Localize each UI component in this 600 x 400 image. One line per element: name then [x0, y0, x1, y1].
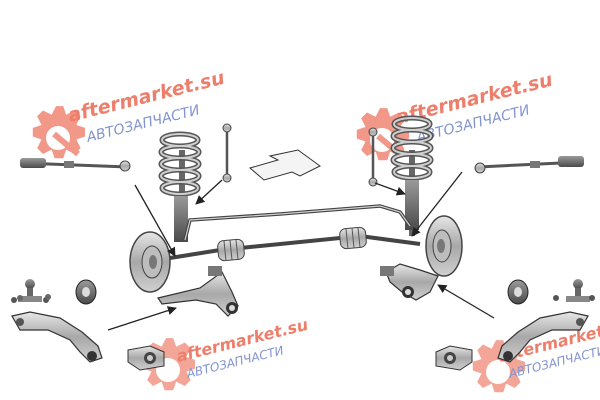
arrow-lower-arm-left	[107, 306, 177, 331]
watermark-right: aftermarket.su АВТОЗАПЧАСТИ	[356, 69, 555, 161]
lower-arm-loose-left	[11, 311, 103, 363]
steering-rack	[169, 226, 421, 262]
bushing-left	[127, 345, 165, 371]
lower-arm-assembled-left	[157, 266, 239, 317]
tie-rod-left	[20, 158, 131, 172]
stabilizer-link-left	[222, 123, 232, 183]
silent-block-left	[75, 279, 97, 305]
tie-rod-right	[474, 156, 584, 174]
gear-logo-icon	[32, 106, 85, 159]
stabilizer-link-right	[368, 127, 378, 187]
arrow-tie-rod-left	[134, 184, 176, 257]
arrow-link-left	[195, 179, 223, 205]
arrow-lower-arm-right	[437, 284, 495, 319]
direction-arrow-icon	[248, 149, 321, 181]
arrow-link-right	[374, 182, 406, 196]
lower-arm-assembled-right	[380, 263, 439, 301]
arrow-tie-rod-right	[411, 171, 463, 237]
stabilizer-bar	[183, 204, 412, 241]
bushing-right	[435, 345, 473, 371]
ball-joint-left	[11, 279, 49, 303]
bolt-nut-left	[17, 294, 51, 301]
coil-spring-left	[158, 131, 202, 242]
coil-spring-right	[390, 115, 434, 236]
brake-disc-left	[129, 231, 171, 293]
ball-joint-right	[553, 279, 595, 302]
silent-block-right	[507, 279, 529, 305]
pointer-arrows	[107, 171, 495, 331]
brake-disc-right	[425, 215, 463, 277]
lower-arm-loose-right	[497, 311, 589, 363]
